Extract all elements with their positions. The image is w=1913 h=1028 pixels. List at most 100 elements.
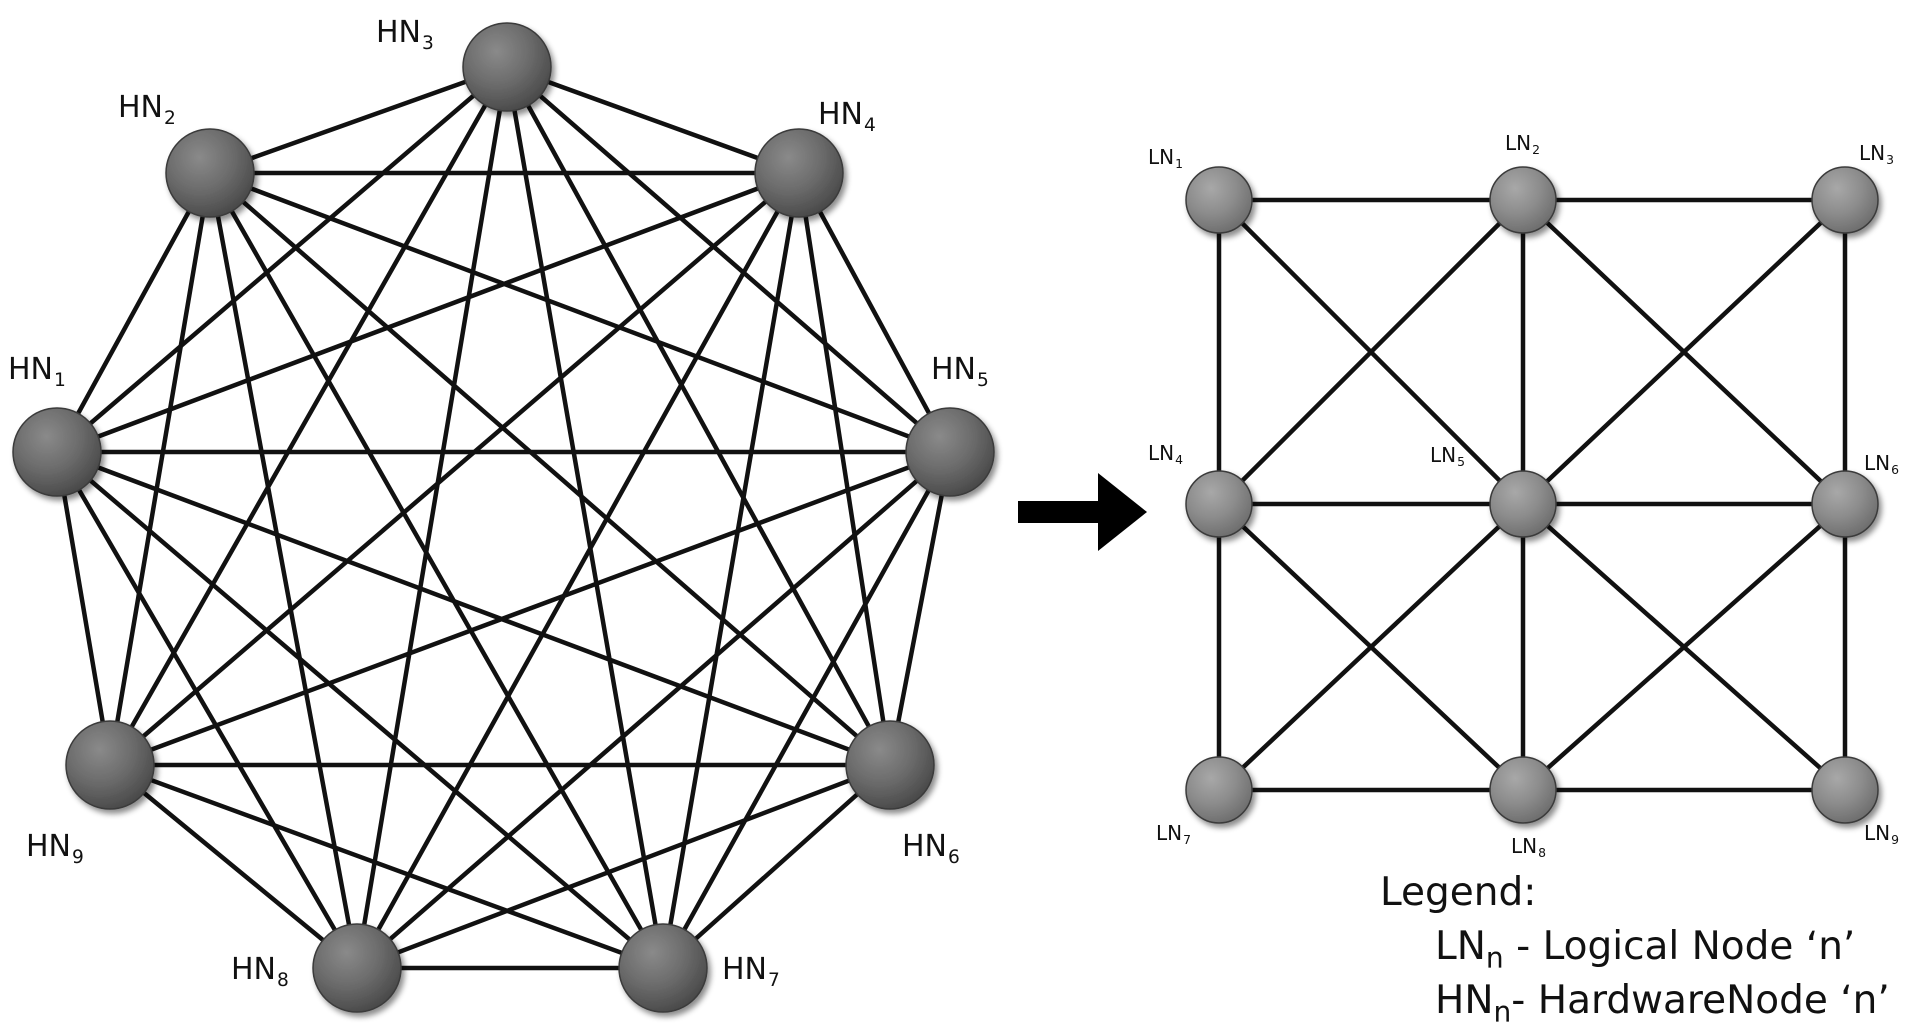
hw-label-hn4: HN4	[818, 100, 876, 135]
hw-edge-hn2-hn8	[207, 170, 360, 971]
hw-edge-hn6-hn8	[354, 762, 893, 971]
hw-label-hn5-subscript: 5	[977, 369, 989, 391]
hw-label-hn4-base: HN	[818, 97, 863, 132]
hardware-edges	[54, 64, 953, 971]
hw-label-hn6-base: HN	[902, 829, 947, 864]
hw-label-hn9-base: HN	[26, 829, 71, 864]
ln-node-ln7	[1185, 756, 1253, 824]
hw-node-hn3	[462, 22, 552, 112]
hw-label-hn1-base: HN	[8, 352, 53, 387]
ln-label-ln3-subscript: 3	[1886, 152, 1894, 168]
legend-symbol-ln: LNn	[1435, 924, 1504, 975]
hw-label-hn6: HN6	[902, 832, 960, 867]
hw-edge-hn7-hn9	[107, 762, 666, 971]
hw-edge-hn1-hn6	[54, 449, 893, 768]
hw-label-hn8: HN8	[231, 955, 289, 990]
ln-label-ln6-subscript: 6	[1891, 462, 1899, 478]
ln-edge-ln3-ln5	[1520, 197, 1848, 507]
legend-title: Legend:	[1380, 870, 1537, 915]
ln-node-ln9	[1811, 756, 1879, 824]
ln-label-ln5-base: LN	[1430, 443, 1457, 467]
ln-label-ln4-subscript: 4	[1175, 452, 1183, 468]
ln-node-ln6	[1811, 470, 1879, 538]
hw-label-hn2-subscript: 2	[164, 107, 176, 129]
hw-edge-hn4-hn7	[660, 170, 802, 971]
hw-edge-hn2-hn9	[107, 170, 213, 768]
ln-node-ln8	[1489, 756, 1557, 824]
ln-node-ln4	[1185, 470, 1253, 538]
hw-edge-hn5-hn7	[660, 449, 953, 971]
hw-edge-hn2-hn3	[207, 64, 510, 176]
hw-edge-hn4-hn6	[796, 170, 893, 768]
ln-label-ln7-subscript: 7	[1183, 832, 1191, 848]
ln-label-ln2: LN2	[1505, 133, 1540, 157]
hw-label-hn4-subscript: 4	[864, 114, 876, 136]
ln-node-ln5	[1489, 470, 1557, 538]
legend-symbol-hn: HNn	[1435, 978, 1512, 1028]
hw-edge-hn1-hn4	[54, 170, 802, 455]
ln-label-ln7-base: LN	[1156, 821, 1183, 845]
hw-node-hn6	[845, 720, 935, 810]
hw-edge-hn6-hn7	[660, 762, 893, 971]
legend-item-hardware: HNn- HardwareNode ‘n’	[1435, 981, 1890, 1027]
hw-label-hn8-base: HN	[231, 952, 276, 987]
hw-edge-hn1-hn3	[54, 64, 510, 455]
ln-label-ln4: LN4	[1148, 443, 1183, 467]
ln-label-ln3: LN3	[1859, 143, 1894, 167]
hardware-nodes	[12, 22, 995, 1013]
hw-edge-hn4-hn5	[796, 170, 953, 455]
hw-label-hn3-base: HN	[376, 15, 421, 50]
ln-label-ln8-base: LN	[1511, 834, 1538, 858]
hw-node-hn2	[165, 128, 255, 218]
hw-label-hn1-subscript: 1	[54, 369, 66, 391]
hw-node-hn8	[312, 923, 402, 1013]
ln-node-ln2	[1489, 166, 1557, 234]
ln-label-ln9-subscript: 9	[1891, 832, 1899, 848]
ln-label-ln3-base: LN	[1859, 141, 1886, 165]
ln-node-ln3	[1811, 166, 1879, 234]
hw-edge-hn8-hn9	[107, 762, 360, 971]
hw-label-hn6-subscript: 6	[948, 846, 960, 868]
hw-edge-hn3-hn8	[354, 64, 510, 971]
logical-nodes	[1185, 166, 1879, 824]
ln-edge-ln5-ln7	[1216, 501, 1526, 793]
hw-label-hn2-base: HN	[118, 90, 163, 125]
hw-edge-hn2-hn7	[207, 170, 666, 971]
ln-label-ln8: LN8	[1511, 836, 1546, 860]
hw-label-hn5: HN5	[931, 355, 989, 390]
hw-edge-hn1-hn9	[54, 449, 113, 768]
hw-label-hn9-subscript: 9	[72, 846, 84, 868]
hw-edge-hn5-hn6	[887, 449, 953, 768]
ln-label-ln1-subscript: 1	[1175, 156, 1183, 172]
ln-label-ln1: LN1	[1148, 147, 1183, 171]
ln-label-ln5: LN5	[1430, 445, 1465, 469]
ln-label-ln8-subscript: 8	[1538, 845, 1546, 861]
hw-edge-hn3-hn5	[504, 64, 953, 455]
hw-node-hn7	[618, 923, 708, 1013]
ln-label-ln6-base: LN	[1864, 451, 1891, 475]
ln-edge-ln2-ln4	[1216, 197, 1526, 507]
hw-label-hn7: HN7	[722, 955, 780, 990]
legend-desc-hn: - HardwareNode ‘n’	[1511, 978, 1890, 1023]
hw-edge-hn5-hn9	[107, 449, 953, 768]
ln-label-ln2-base: LN	[1505, 131, 1532, 155]
legend-desc-ln: - Logical Node ‘n’	[1503, 924, 1856, 969]
legend-item-logical: LNn - Logical Node ‘n’	[1435, 927, 1855, 973]
hw-edge-hn3-hn6	[504, 64, 893, 768]
ln-label-ln2-subscript: 2	[1532, 142, 1540, 158]
ln-label-ln5-subscript: 5	[1457, 454, 1465, 470]
hw-label-hn2: HN2	[118, 93, 176, 128]
hw-label-hn3-subscript: 3	[422, 32, 434, 54]
mapping-arrow	[1018, 473, 1147, 551]
hw-label-hn5-base: HN	[931, 352, 976, 387]
hw-edge-hn4-hn9	[107, 170, 802, 768]
hw-edge-hn5-hn8	[354, 449, 953, 971]
hw-label-hn7-base: HN	[722, 952, 767, 987]
ln-label-ln1-base: LN	[1148, 145, 1175, 169]
hw-edge-hn2-hn5	[207, 170, 953, 455]
mapping-arrow-shaft	[1018, 501, 1100, 523]
ln-label-ln7: LN7	[1156, 823, 1191, 847]
ln-label-ln9-base: LN	[1864, 821, 1891, 845]
